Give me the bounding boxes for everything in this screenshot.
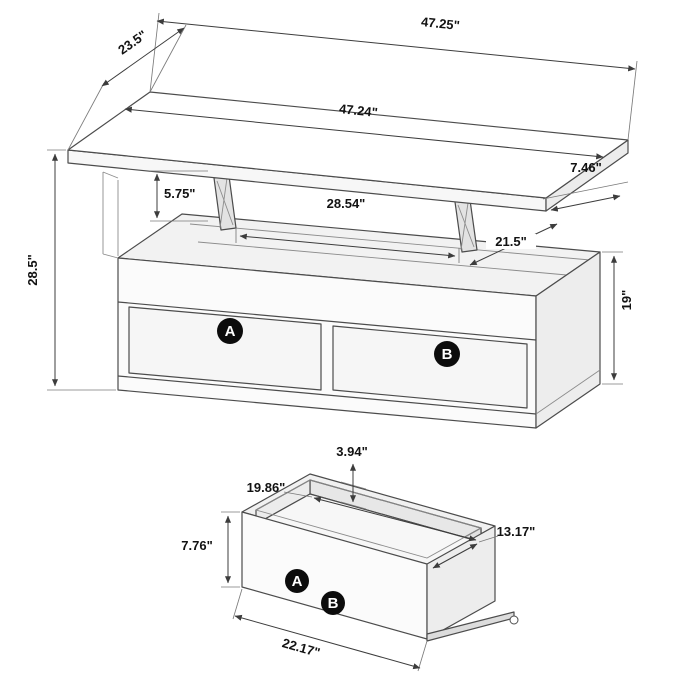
body-right-face bbox=[535, 251, 601, 429]
label-a-badge bbox=[285, 569, 309, 593]
base-top-line bbox=[117, 375, 537, 415]
dim-back-height-value: 3.94" bbox=[336, 444, 367, 459]
dim-drawer-inner-width-value: 19.86" bbox=[247, 480, 286, 495]
dim-inner-width: 28.54" bbox=[235, 196, 460, 263]
drawer-inner-rim bbox=[254, 479, 483, 559]
label-a-text: A bbox=[292, 573, 303, 590]
ext-line bbox=[478, 535, 499, 543]
drawer-label-a: A bbox=[285, 569, 309, 593]
table-label-b: B bbox=[434, 341, 460, 367]
dim-line bbox=[550, 194, 621, 212]
dim-surface-width: 47.24" bbox=[124, 101, 604, 160]
lift-arm-right-brace2 bbox=[460, 202, 469, 251]
ext-line bbox=[627, 60, 638, 141]
label-b-badge bbox=[434, 341, 460, 367]
dim-drawer-inner-depth: 13.17" bbox=[432, 524, 536, 569]
dim-top-depth-value: 23.5" bbox=[115, 27, 149, 57]
dim-top-overhang: 7.46" bbox=[542, 160, 629, 212]
dim-top-width: 47.25" bbox=[149, 12, 638, 141]
dim-line bbox=[432, 543, 478, 569]
glide-roller bbox=[509, 615, 519, 625]
label-a-text: A bbox=[225, 323, 236, 340]
label-a-badge bbox=[217, 318, 243, 344]
left-wall-rim-edge bbox=[102, 253, 119, 259]
dim-inner-depth-value: 21.5" bbox=[495, 234, 526, 249]
dim-drawer-inner-width: 19.86" bbox=[247, 480, 477, 542]
dim-top-overhang-value: 7.46" bbox=[570, 160, 601, 175]
drawer-box bbox=[241, 473, 519, 642]
dim-line bbox=[101, 27, 185, 87]
ext-line bbox=[417, 640, 428, 672]
dim-base-height-value: 19" bbox=[619, 290, 634, 311]
label-b-text: B bbox=[442, 346, 453, 363]
base-right-line bbox=[535, 369, 601, 415]
dim-line bbox=[124, 106, 604, 160]
label-b-badge bbox=[321, 591, 345, 615]
lift-arm-left-brace2 bbox=[219, 177, 228, 229]
ext-line bbox=[67, 82, 105, 151]
ext-line bbox=[283, 491, 313, 498]
dim-surface-width-value: 47.24" bbox=[338, 101, 378, 120]
dim-line bbox=[156, 18, 636, 72]
dim-drawer-front-height: 7.76" bbox=[181, 511, 240, 588]
dim-inner-width-value: 28.54" bbox=[327, 196, 366, 211]
lift-mechanism bbox=[213, 175, 478, 253]
table-body bbox=[102, 171, 601, 429]
table-label-a: A bbox=[217, 318, 243, 344]
dim-lift-height: 5.75" bbox=[150, 170, 208, 222]
drawer-label-b: B bbox=[321, 591, 345, 615]
ext-line bbox=[232, 588, 243, 620]
dim-line bbox=[239, 233, 456, 259]
label-b-text: B bbox=[328, 595, 339, 612]
dim-overall-height: 28.5" bbox=[25, 149, 116, 391]
table-figure: 47.25" 23.5" 47.24" 5.75" 28.54" bbox=[25, 12, 638, 429]
dim-base-height: 19" bbox=[602, 251, 634, 385]
dim-lift-height-value: 5.75" bbox=[164, 186, 195, 201]
ext-line bbox=[149, 24, 187, 93]
dim-line bbox=[313, 496, 477, 542]
dim-text-backing bbox=[486, 234, 536, 249]
drawer-front-b bbox=[332, 325, 528, 409]
drawer-section-top-line bbox=[117, 301, 537, 341]
drawer-figure: 3.94" 19.86" 13.17" 7.76" 22.17" bbox=[181, 444, 536, 672]
dim-overall-height-value: 28.5" bbox=[25, 254, 40, 285]
ext-line bbox=[149, 12, 160, 93]
left-wall-top-edge bbox=[102, 171, 119, 179]
dim-top-width-value: 47.25" bbox=[420, 14, 460, 33]
dim-drawer-front-height-value: 7.76" bbox=[181, 538, 212, 553]
lift-arm-left-brace bbox=[216, 180, 234, 226]
dim-line bbox=[234, 614, 421, 670]
drawer-front-a bbox=[128, 306, 322, 391]
dim-drawer-inner-depth-value: 13.17" bbox=[497, 524, 536, 539]
dim-inner-depth: 21.5" bbox=[469, 223, 558, 266]
